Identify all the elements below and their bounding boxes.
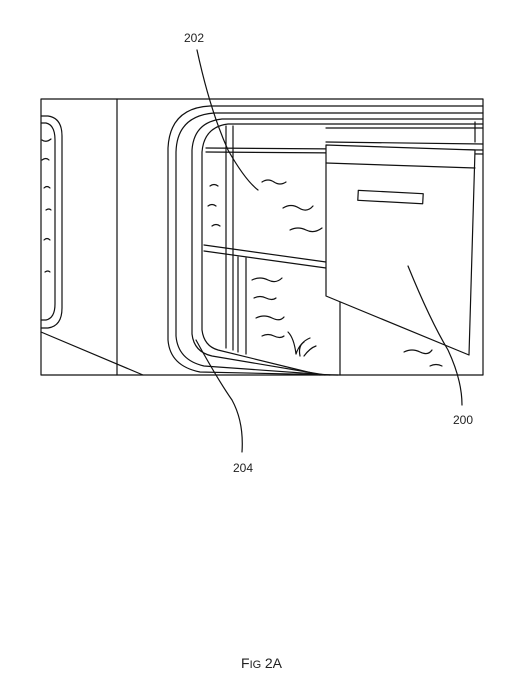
scene-border bbox=[40, 98, 484, 376]
window-pane bbox=[203, 121, 484, 376]
caption-small-caps: IG bbox=[249, 659, 262, 671]
floor-line bbox=[40, 331, 144, 376]
left-small-window bbox=[40, 115, 63, 329]
label-200: 200 bbox=[453, 413, 473, 427]
figure-caption: FIG 2A bbox=[0, 655, 523, 671]
leader-204 bbox=[195, 339, 243, 453]
caption-number: 2A bbox=[264, 655, 282, 671]
leader-202 bbox=[196, 49, 259, 191]
label-204: 204 bbox=[233, 461, 253, 475]
label-202: 202 bbox=[184, 31, 204, 45]
caption-first-letter: F bbox=[241, 655, 250, 671]
shade-panel bbox=[325, 144, 476, 356]
leader-200 bbox=[407, 265, 463, 406]
shade-handle bbox=[357, 189, 424, 205]
